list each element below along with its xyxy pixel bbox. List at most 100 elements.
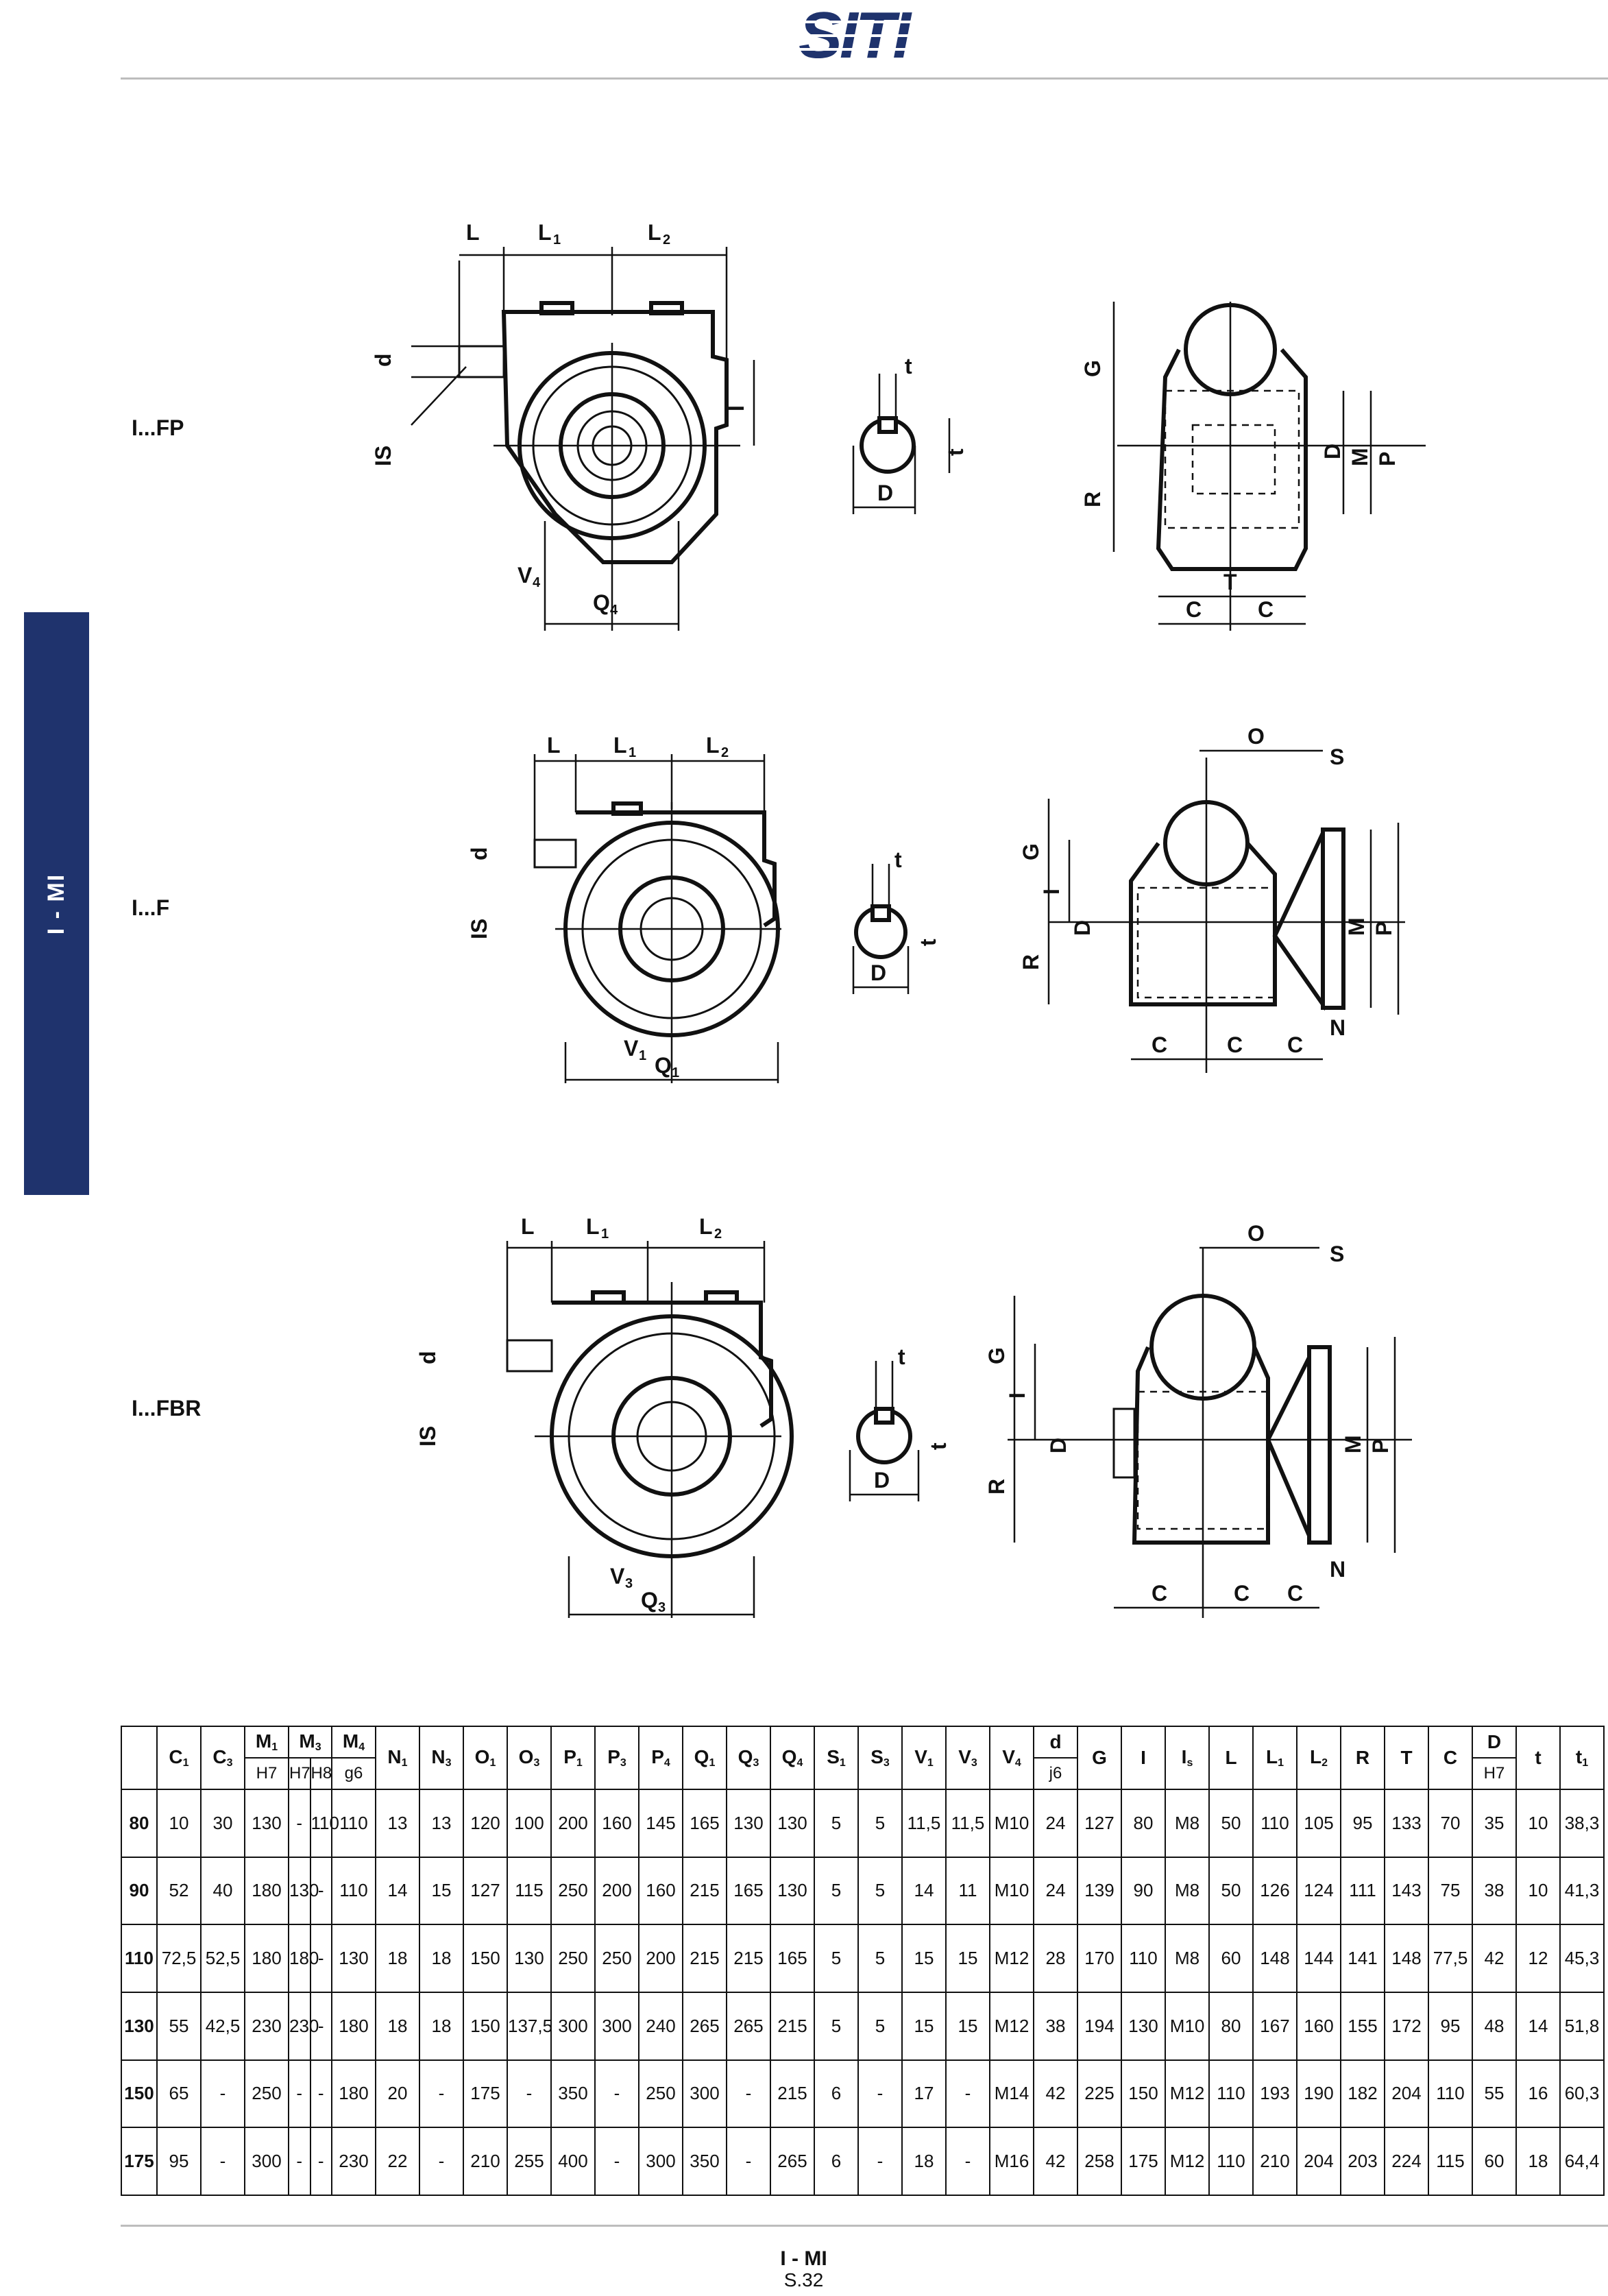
table-cell: 300 [550, 1991, 596, 2061]
column-header-subscript: 1 [1582, 1757, 1589, 1769]
table-cell: 250 [244, 2059, 289, 2129]
column-header-symbol: R [1355, 1747, 1370, 1768]
column-header: P4 [638, 1726, 683, 1790]
table-cell: 5 [814, 1856, 859, 1926]
table-cell: 110 [1208, 2127, 1254, 2196]
column-tolerance: H8 [309, 1757, 332, 1790]
svg-text:S: S [1330, 745, 1344, 769]
svg-text:O: O [1247, 1221, 1265, 1246]
column-header: Q4 [770, 1726, 815, 1790]
table-cell: - [288, 2059, 311, 2129]
table-cell: 90 [1121, 1856, 1166, 1926]
table-cell: 144 [1296, 1924, 1341, 1993]
table-cell: 6 [814, 2059, 859, 2129]
table-cell: 160 [1296, 1991, 1341, 2061]
svg-text:L: L [699, 1214, 713, 1239]
table-cell: 175 [463, 2059, 508, 2129]
table-cell: 124 [1296, 1856, 1341, 1926]
column-header-symbol: N [387, 1746, 402, 1767]
table-cell: 72,5 [156, 1924, 202, 1993]
svg-text:L: L [613, 733, 627, 758]
svg-text:S: S [1330, 1242, 1344, 1266]
svg-text:C: C [1234, 1581, 1250, 1606]
table-cell: 204 [1384, 2059, 1429, 2129]
table-cell: M10 [1165, 1991, 1210, 2061]
column-header: G [1077, 1726, 1122, 1790]
table-cell: 35 [1472, 1789, 1517, 1858]
column-header-symbol: P [563, 1746, 576, 1767]
table-cell: 165 [770, 1924, 815, 1993]
table-cell: 200 [550, 1789, 596, 1858]
svg-text:V: V [610, 1564, 625, 1588]
table-cell: 20 [375, 2059, 420, 2129]
table-cell: M12 [989, 1991, 1034, 2061]
table-cell: 55 [1472, 2059, 1517, 2129]
table-cell: 203 [1340, 2127, 1385, 2196]
svg-text:d: d [371, 353, 395, 367]
column-header: V4 [989, 1726, 1034, 1790]
table-cell: 45,3 [1559, 1924, 1605, 1993]
variant-label-fbr: I...FBR [132, 1396, 202, 1421]
column-header: L2 [1296, 1726, 1341, 1790]
table-cell: 95 [1340, 1789, 1385, 1858]
table-cell: 300 [682, 2059, 727, 2129]
svg-text:N: N [1330, 1015, 1345, 1040]
column-header-symbol: Q [781, 1746, 797, 1767]
svg-text:t: t [905, 354, 912, 378]
column-header-subscript: 1 [927, 1757, 934, 1769]
table-cell: 28 [1033, 1924, 1078, 1993]
svg-text:t: t [943, 448, 968, 456]
table-cell: 265 [770, 2127, 815, 2196]
svg-text:C: C [1186, 597, 1202, 622]
table-cell: 160 [594, 1789, 639, 1858]
table-cell: 50 [1208, 1856, 1254, 1926]
svg-text:2: 2 [663, 232, 670, 247]
column-header-subscript: 3 [226, 1757, 233, 1769]
header-rule [121, 77, 1608, 80]
table-cell: - [309, 1924, 332, 1993]
column-header: C3 [200, 1726, 245, 1790]
table-cell: 200 [594, 1856, 639, 1926]
table-cell: 55 [156, 1991, 202, 2061]
column-header-symbol: L [1225, 1747, 1237, 1768]
table-cell: - [309, 2127, 332, 2196]
table-cell: 258 [1077, 2127, 1122, 2196]
svg-text:2: 2 [721, 745, 729, 760]
table-cell: 17 [901, 2059, 947, 2129]
svg-text:D: D [877, 481, 893, 505]
table-cell: 215 [682, 1924, 727, 1993]
side-tab-label: I - MI [43, 873, 69, 934]
column-header: N1 [375, 1726, 420, 1790]
svg-text:t: t [926, 1442, 951, 1450]
table-cell: M8 [1165, 1856, 1210, 1926]
table-cell: 180 [331, 1991, 376, 2061]
column-header-symbol: P [651, 1746, 664, 1767]
size-column-header [121, 1726, 158, 1790]
column-header-subscript: 3 [971, 1757, 977, 1769]
svg-text:Q: Q [641, 1588, 658, 1612]
column-header-subscript: 3 [315, 1741, 321, 1753]
table-cell: 13 [375, 1789, 420, 1858]
table-cell: 145 [638, 1789, 683, 1858]
column-header: V3 [945, 1726, 990, 1790]
siti-logo-mark: SITI [788, 0, 918, 72]
svg-text:D: D [874, 1468, 890, 1493]
column-header-symbol: V [958, 1746, 971, 1767]
column-header-symbol: G [1092, 1747, 1107, 1768]
column-header: d [1033, 1726, 1078, 1759]
column-header-subscript: 4 [796, 1757, 803, 1769]
table-cell: 38 [1472, 1856, 1517, 1926]
fp-shaft-detail-drawing: t D t [840, 353, 977, 518]
svg-text:I: I [1005, 1392, 1030, 1399]
table-cell: 130 [726, 1789, 771, 1858]
column-header: Is [1165, 1726, 1210, 1790]
table-cell: 210 [463, 2127, 508, 2196]
svg-text:G: G [1080, 360, 1105, 377]
table-cell: 60 [1472, 2127, 1517, 2196]
